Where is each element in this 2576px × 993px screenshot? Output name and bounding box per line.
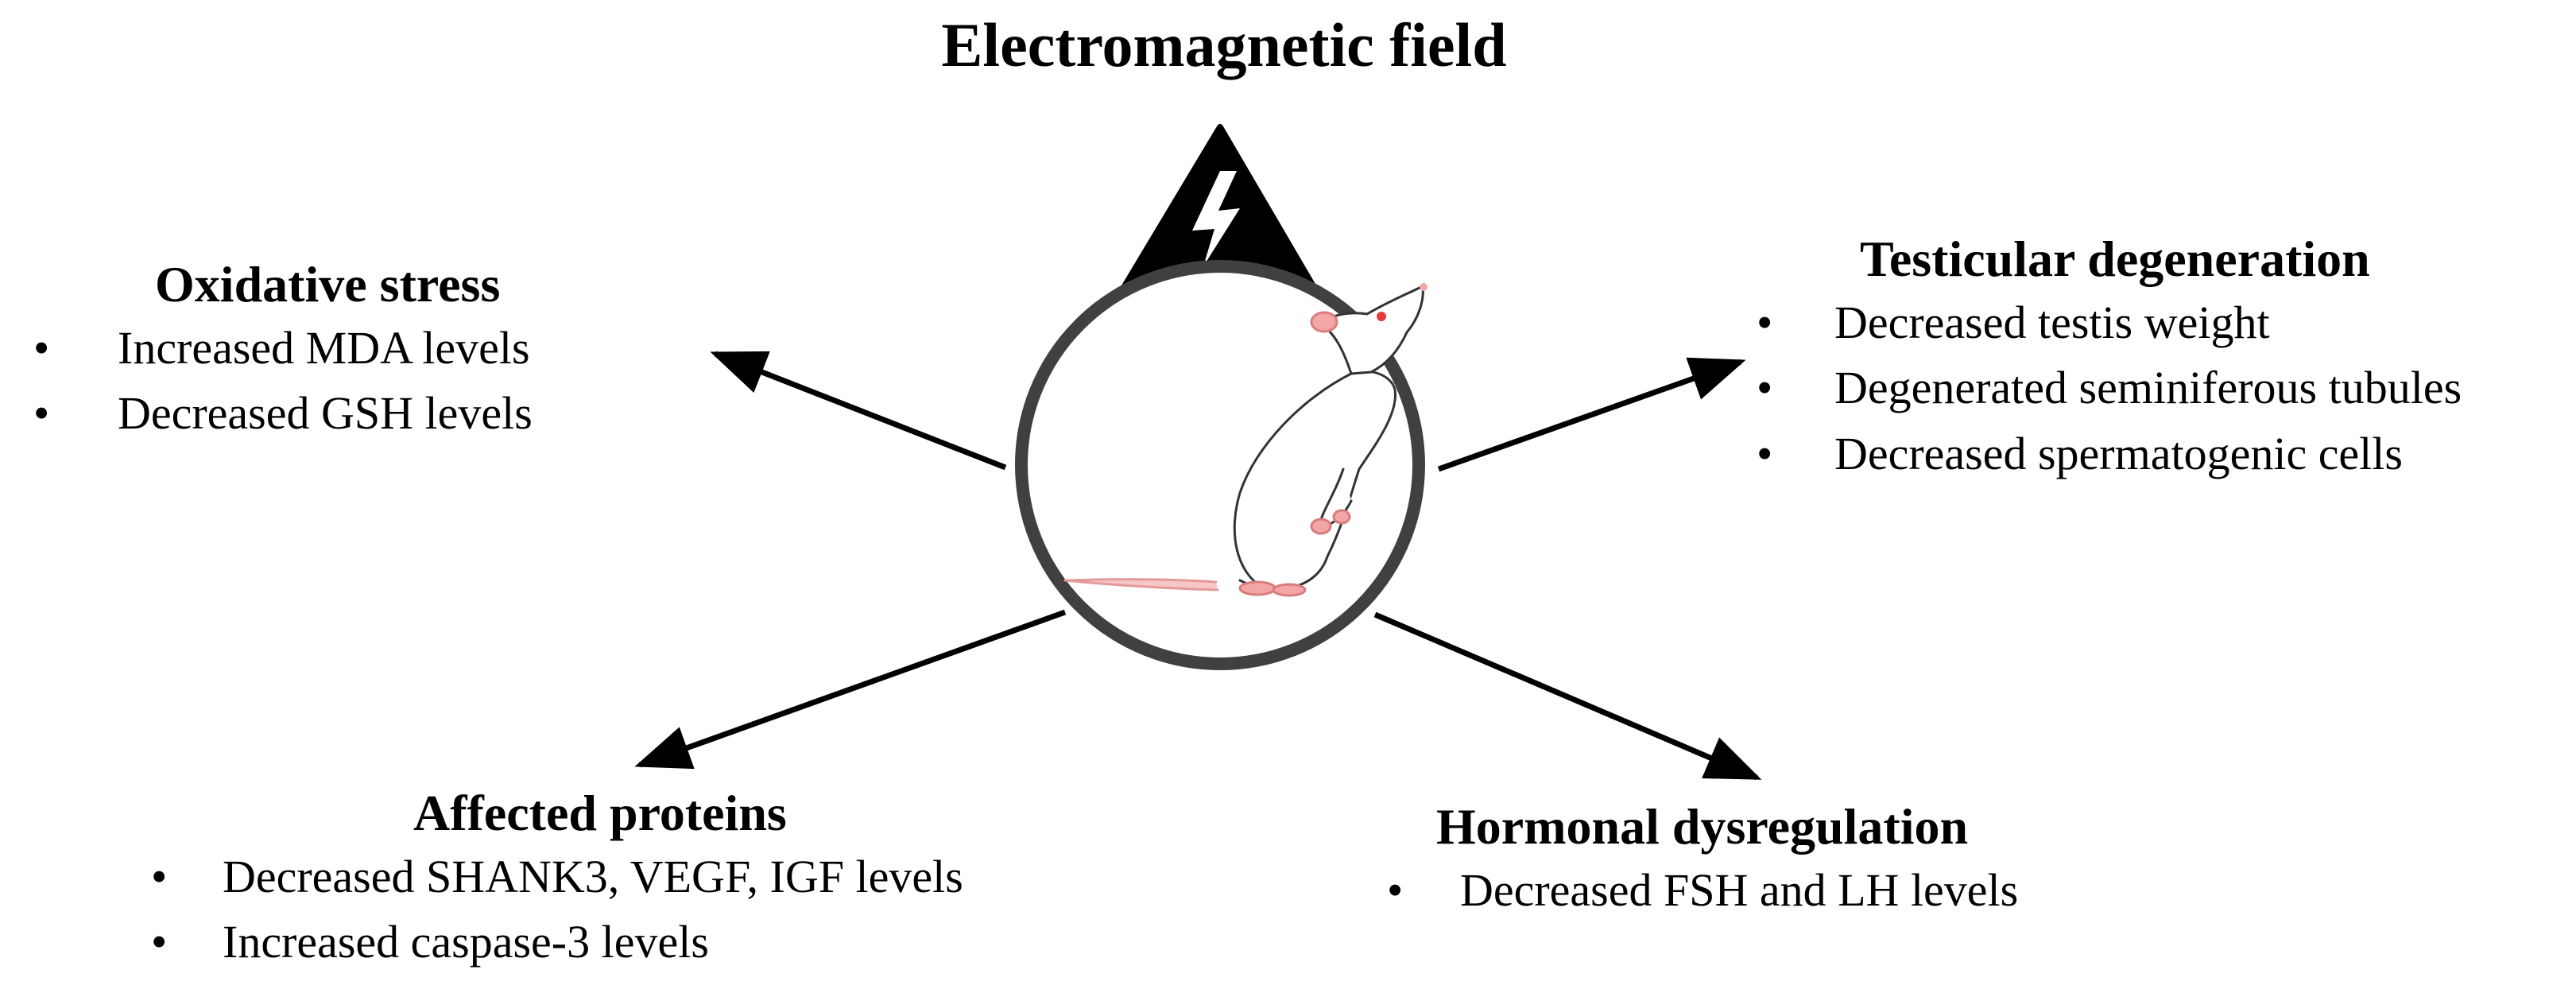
hormonal-dysregulation-list: • Decreased FSH and LH levels bbox=[1387, 858, 2018, 923]
list-item-text: Decreased testis weight bbox=[1834, 296, 2270, 348]
arrow-to-oxidative-stress bbox=[710, 351, 1007, 471]
bullet: • bbox=[33, 321, 50, 374]
list-item-text: Increased caspase-3 levels bbox=[223, 916, 709, 968]
list-item-text: Increased MDA levels bbox=[118, 321, 530, 374]
oxidative-stress-panel: Oxidative stress • Increased MDA levels … bbox=[24, 254, 533, 447]
list-item: • Degenerated seminiferous tubules bbox=[1757, 355, 2462, 421]
oxidative-stress-heading: Oxidative stress bbox=[155, 256, 501, 312]
arrow-to-hormonal-dysregulation bbox=[1373, 611, 1762, 781]
affected-proteins-heading: Affected proteins bbox=[413, 785, 787, 841]
bullet: • bbox=[1757, 362, 1773, 414]
list-item-text: Decreased spermatogenic cells bbox=[1834, 427, 2403, 479]
testicular-degeneration-list: • Decreased testis weight • Degenerated … bbox=[1757, 290, 2462, 487]
list-item: • Decreased FSH and LH levels bbox=[1387, 858, 2018, 923]
list-item: • Increased caspase-3 levels bbox=[151, 910, 963, 975]
oxidative-stress-list: • Increased MDA levels • Decreased GSH l… bbox=[24, 316, 533, 447]
diagram-title: Electromagnetic field bbox=[941, 10, 1507, 80]
list-item-text: Decreased GSH levels bbox=[118, 387, 533, 440]
list-item-text: Degenerated seminiferous tubules bbox=[1834, 362, 2462, 414]
testicular-degeneration-heading: Testicular degeneration bbox=[1860, 231, 2370, 287]
arrow-to-testicular-degeneration bbox=[1437, 357, 1746, 472]
testicular-degeneration-panel: Testicular degeneration • Decreased test… bbox=[1757, 229, 2462, 487]
list-item-text: Decreased SHANK3, VEGF, IGF levels bbox=[223, 850, 963, 902]
list-item: • Decreased spermatogenic cells bbox=[1757, 421, 2462, 487]
hormonal-dysregulation-heading: Hormonal dysregulation bbox=[1436, 798, 1969, 855]
arrow-to-affected-proteins bbox=[634, 609, 1067, 770]
bullet: • bbox=[1757, 427, 1773, 479]
list-item: • Increased MDA levels bbox=[24, 316, 533, 381]
list-item: • Decreased GSH levels bbox=[24, 381, 533, 446]
affected-proteins-list: • Decreased SHANK3, VEGF, IGF levels • I… bbox=[151, 844, 963, 976]
bullet: • bbox=[151, 916, 168, 968]
bullet: • bbox=[151, 850, 168, 902]
affected-proteins-panel: Affected proteins • Decreased SHANK3, VE… bbox=[151, 783, 963, 976]
bullet: • bbox=[1757, 296, 1773, 348]
bullet: • bbox=[33, 387, 50, 440]
rat-illustration bbox=[1063, 283, 1427, 597]
list-item: • Decreased SHANK3, VEGF, IGF levels bbox=[151, 844, 963, 910]
list-item: • Decreased testis weight bbox=[1757, 290, 2462, 355]
list-item-text: Decreased FSH and LH levels bbox=[1460, 863, 2019, 916]
bullet: • bbox=[1387, 863, 1404, 916]
hormonal-dysregulation-panel: Hormonal dysregulation • Decreased FSH a… bbox=[1387, 797, 2018, 923]
